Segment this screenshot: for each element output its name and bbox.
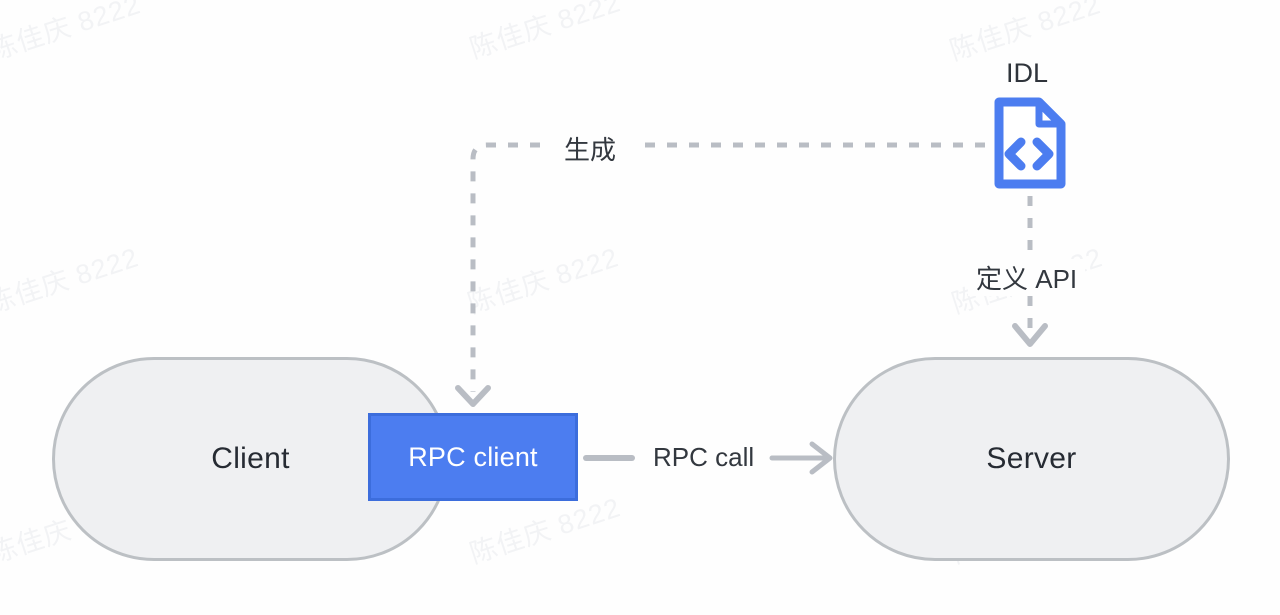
- edge-label-define-api: 定义 API: [968, 259, 1086, 296]
- node-rpc-client-label: RPC client: [408, 441, 538, 472]
- code-file-icon[interactable]: [993, 96, 1067, 190]
- node-server-label: Server: [986, 442, 1077, 475]
- node-rpc-client[interactable]: RPC client: [368, 413, 578, 501]
- edge-rpc-call-arrowhead: [809, 441, 833, 475]
- edge-idl-to-rpc-client-corner: [470, 142, 540, 392]
- edge-label-generate: 生成: [556, 130, 625, 167]
- edge-idl-to-rpc-client-arrowhead: [455, 385, 491, 407]
- node-idl-label: IDL: [1006, 58, 1049, 88]
- node-client-label: Client: [211, 442, 290, 475]
- edge-idl-to-server-arrowhead: [1012, 323, 1048, 347]
- node-server[interactable]: Server: [833, 357, 1230, 561]
- edge-label-rpc-call: RPC call: [645, 442, 763, 473]
